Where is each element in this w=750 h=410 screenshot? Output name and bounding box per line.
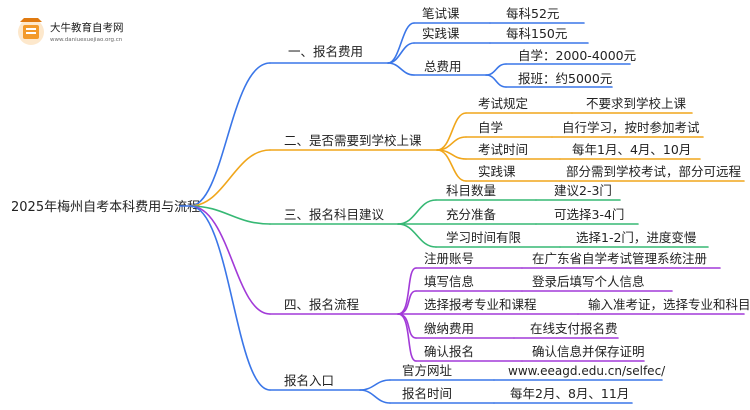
branch-3-subjects: 三、报名科目建议 科目数量 建议2-3门 充分准备 可选择3-4门 学习时间有限…: [189, 183, 709, 248]
site-logo: 大牛教育自考网 www.daniuexuejiao.org.cn: [18, 18, 124, 45]
root-node: 2025年梅州自考本科费用与流程: [11, 200, 200, 215]
branch-label: 三、报名科目建议: [284, 207, 385, 222]
node-label: 确认报名: [424, 344, 474, 359]
branch-label: 一、报名费用: [288, 44, 363, 59]
branch-1-fees: 一、报名费用 笔试课 每科52元 实践课 每科150元 总费用 自学：2000-…: [189, 6, 636, 207]
leaf-label: 部分需到学校考试，部分可远程: [566, 164, 742, 179]
leaf-label: 确认信息并保存证明: [532, 344, 645, 359]
branch-2-attendance: 二、是否需要到学校上课 考试规定 不要求到学校上课 自学 自行学习，按时参加考试…: [189, 96, 745, 207]
leaf-label: 选择1-2门，进度变慢: [576, 230, 697, 245]
leaf-label: 可选择3-4门: [554, 207, 624, 222]
leaf-label: 每科52元: [506, 6, 559, 21]
node-label: 官方网址: [402, 363, 453, 378]
branch-label: 二、是否需要到学校上课: [284, 133, 422, 148]
leaf-label: 在广东省自学考试管理系统注册: [532, 251, 707, 266]
logo-title: 大牛教育自考网: [50, 21, 124, 34]
leaf-label: 每年1月、4月、10月: [572, 142, 691, 157]
node-label: 缴纳费用: [424, 321, 474, 336]
node-label: 笔试课: [422, 6, 460, 21]
leaf-label: 自行学习，按时参加考试: [562, 120, 700, 135]
leaf-label: 不要求到学校上课: [586, 96, 687, 111]
logo-url: www.daniuexuejiao.org.cn: [50, 37, 123, 43]
node-label: 实践课: [478, 164, 516, 179]
node-label: 填写信息: [424, 274, 474, 289]
leaf-label: www.eeagd.edu.cn/selfec/: [508, 364, 666, 378]
node-label: 选择报考专业和课程: [424, 297, 537, 312]
node-label: 自学: [478, 120, 503, 135]
leaf-label: 报班：约5000元: [518, 71, 612, 86]
node-label: 充分准备: [446, 207, 497, 222]
leaf-label: 每年2月、8月、11月: [510, 386, 629, 401]
node-label: 报名时间: [402, 386, 452, 401]
node-label: 学习时间有限: [446, 230, 522, 245]
node-label: 实践课: [422, 26, 460, 41]
branch-label: 报名入口: [284, 373, 334, 388]
leaf-label: 在线支付报名费: [530, 321, 618, 336]
leaf-label: 建议2-3门: [554, 183, 612, 198]
leaf-label: 输入准考证，选择专业和科目: [588, 297, 750, 312]
leaf-label: 每科150元: [506, 26, 567, 41]
node-label: 考试时间: [478, 142, 528, 157]
node-label: 科目数量: [446, 183, 496, 198]
branch-4-process: 四、报名流程 注册账号 在广东省自学考试管理系统注册 填写信息 登录后填写个人信…: [189, 205, 750, 362]
leaf-label: 登录后填写个人信息: [532, 274, 645, 289]
node-label: 注册账号: [424, 251, 474, 266]
logo-badge-icon: [18, 18, 44, 45]
leaf-label: 自学：2000-4000元: [518, 48, 636, 63]
branch-5-entry: 报名入口 官方网址 www.eeagd.edu.cn/selfec/ 报名时间 …: [189, 205, 666, 404]
branch-label: 四、报名流程: [284, 297, 360, 312]
root-label: 2025年梅州自考本科费用与流程: [11, 200, 200, 215]
node-label: 考试规定: [478, 96, 528, 111]
node-label: 总费用: [424, 59, 462, 74]
